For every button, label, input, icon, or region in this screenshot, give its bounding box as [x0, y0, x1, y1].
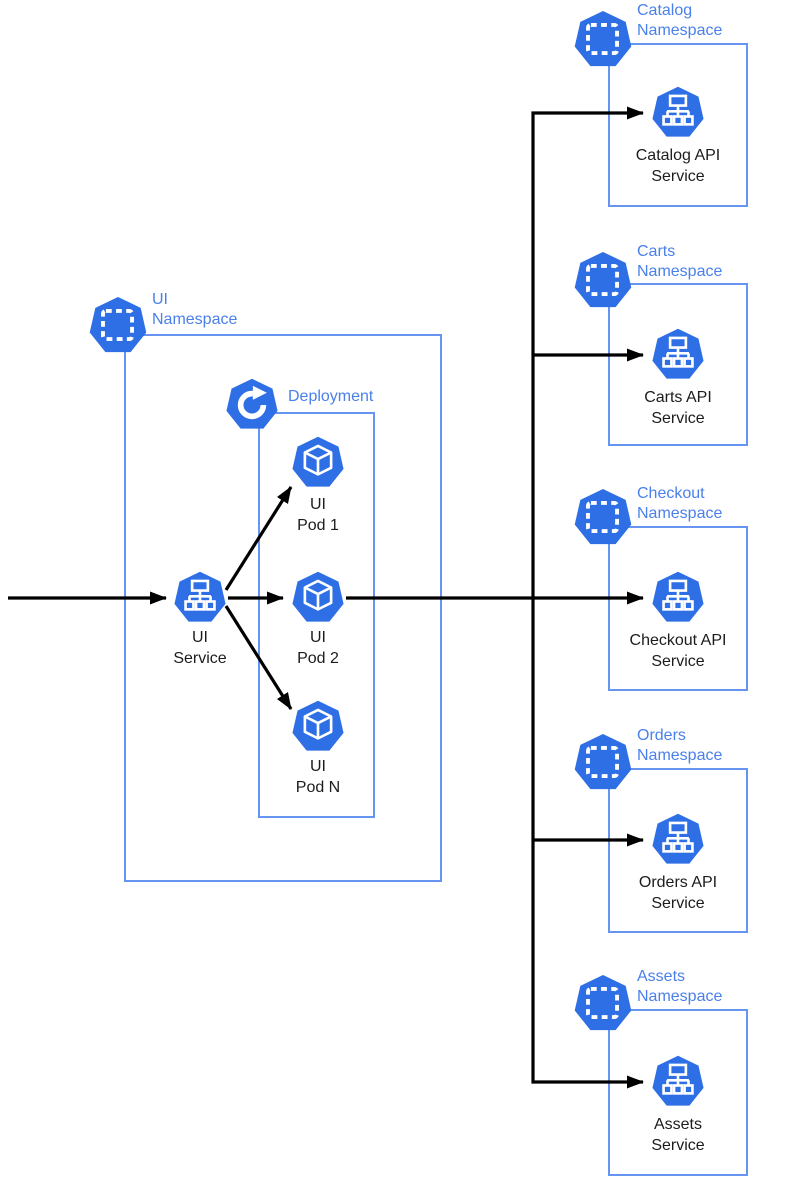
checkout-namespace-label: Checkout Namespace: [637, 485, 723, 522]
ui-namespace-label: UI Namespace: [152, 291, 238, 328]
checkout-namespace-box: [608, 526, 748, 691]
catalog-service-label: Catalog API Service: [635, 147, 721, 185]
namespace-icon: [572, 487, 634, 549]
ui-pod1-label: UI Pod 1: [297, 496, 339, 534]
deployment-label: Deployment: [288, 388, 374, 405]
arrow-ui-service-to-pod1: [224, 486, 293, 591]
pod-icon: [290, 699, 346, 755]
service-icon: [650, 570, 706, 626]
orders-namespace-box: [608, 768, 748, 933]
ui-pod2-label: UI Pod 2: [297, 629, 339, 667]
deployment-icon: [224, 377, 280, 433]
arrow-ui-service-to-podN: [224, 605, 293, 710]
checkout-service-label: Checkout API Service: [629, 632, 727, 670]
carts-namespace-label: Carts Namespace: [637, 243, 723, 280]
catalog-namespace-label: Catalog Namespace: [637, 2, 723, 39]
namespace-icon: [572, 973, 634, 1035]
carts-namespace-box: [608, 283, 748, 446]
assets-namespace-box: [608, 1009, 748, 1176]
deployment-box: [258, 412, 375, 818]
namespace-icon: [572, 250, 634, 312]
service-icon: [650, 812, 706, 868]
ui-service-label: UI Service: [173, 629, 227, 667]
catalog-namespace-box: [608, 43, 748, 207]
service-icon: [650, 85, 706, 141]
arrow-trunk-to-catalog-service: [531, 106, 644, 598]
pod-icon: [290, 570, 346, 626]
ui-namespace-box: [124, 334, 442, 882]
carts-service-label: Carts API Service: [644, 389, 712, 427]
orders-namespace-label: Orders Namespace: [637, 727, 723, 764]
service-icon: [650, 327, 706, 383]
service-icon: [172, 570, 228, 626]
pod-icon: [290, 435, 346, 491]
arrow-trunk-to-assets-service: [531, 598, 644, 1089]
orders-service-label: Orders API Service: [638, 874, 718, 912]
assets-namespace-label: Assets Namespace: [637, 968, 723, 1005]
namespace-icon: [87, 295, 149, 357]
assets-service-label: Assets Service: [651, 1116, 705, 1154]
namespace-icon: [572, 9, 634, 71]
namespace-icon: [572, 732, 634, 794]
service-icon: [650, 1054, 706, 1110]
ui-podN-label: UI Pod N: [295, 758, 341, 796]
